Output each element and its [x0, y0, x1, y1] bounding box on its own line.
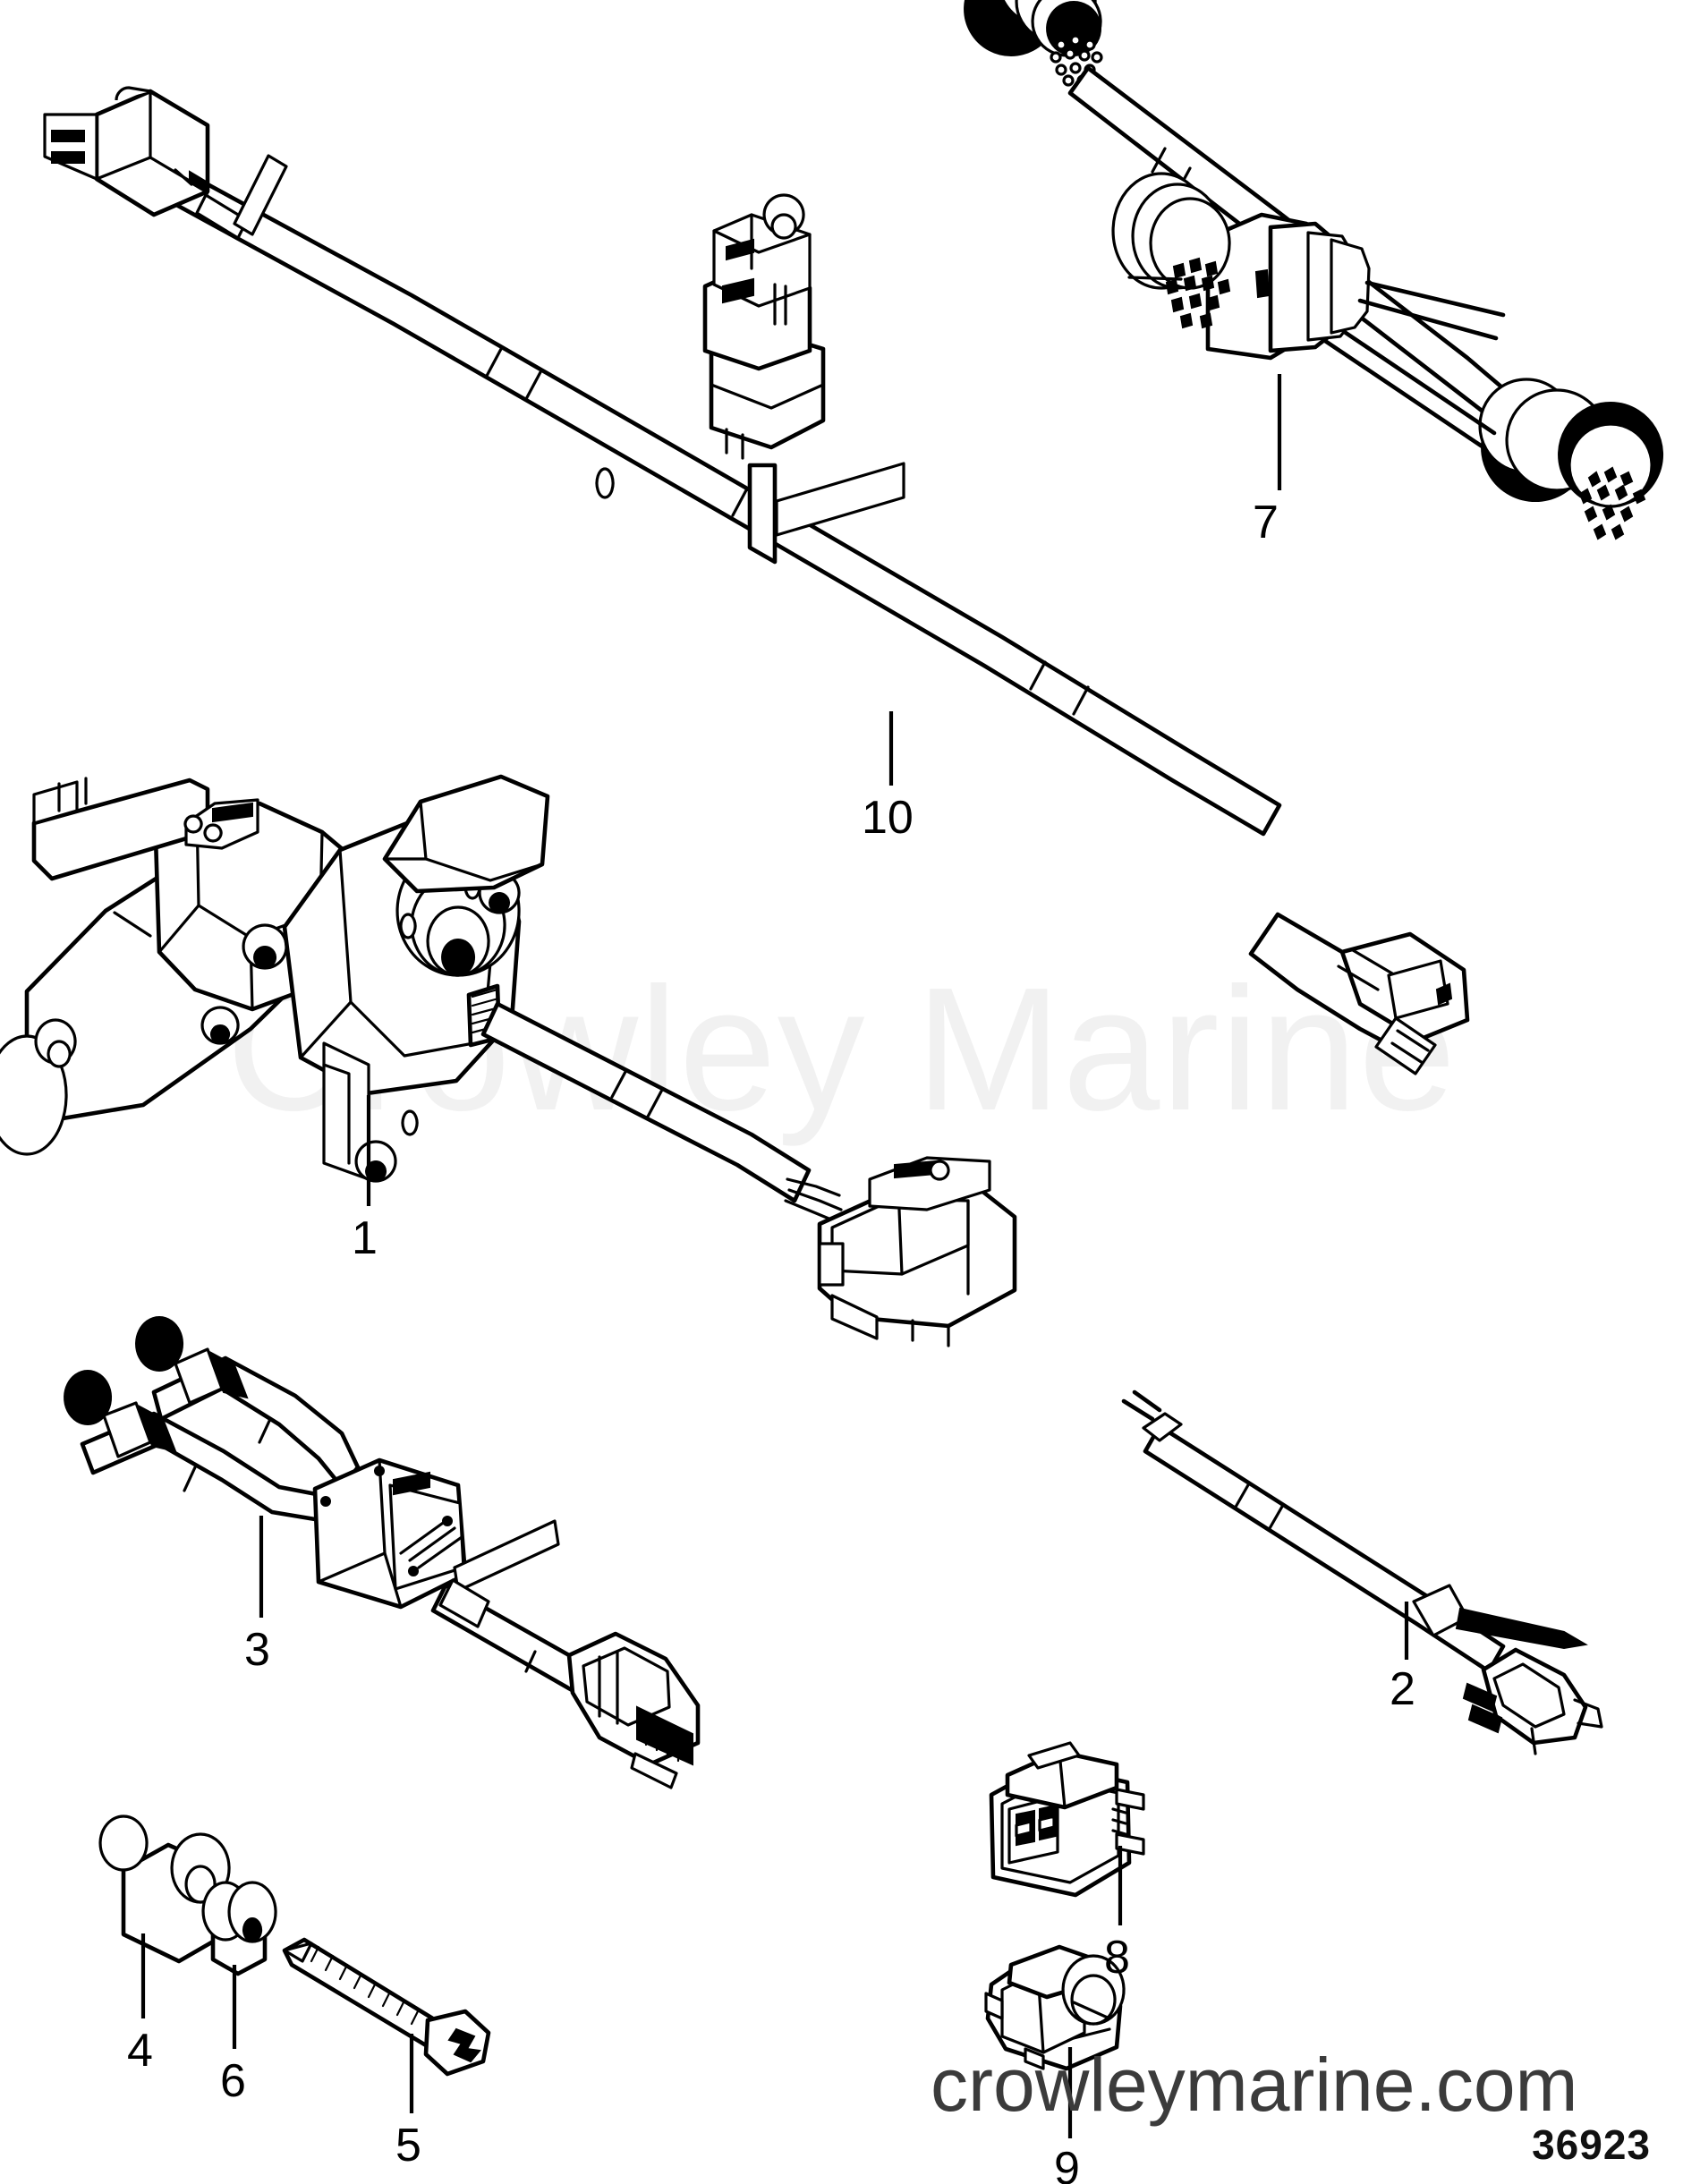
callout-2: 2 [1390, 1663, 1415, 1715]
cable-end-connector [1462, 1647, 1603, 1755]
part-1-motor-assembly [0, 774, 1017, 1347]
part-4-spacer-bushing [98, 1814, 231, 1964]
harness-right-inline-connector [1248, 912, 1470, 1075]
callout-5: 5 [395, 2120, 421, 2171]
callout-9: 9 [1054, 2143, 1080, 2184]
part-9-round-connector [984, 1944, 1126, 2071]
part-3-y-branch-harness [64, 1316, 701, 1789]
part-7-circular-connector [1111, 172, 1506, 361]
callout-6: 6 [220, 2055, 246, 2107]
callout-7: 7 [1253, 497, 1279, 548]
diagram-number: 36923 [1532, 2121, 1651, 2168]
bottom-watermark-url: crowleymarine.com [931, 2043, 1578, 2127]
part-6-flat-washer [201, 1881, 277, 1976]
part-2-single-lead-cable [1121, 1389, 1603, 1755]
part-5-tapping-screw [282, 1937, 491, 2077]
callout-1: 1 [352, 1212, 378, 1264]
part-10-main-wiring-harness [43, 0, 1663, 1075]
callout-4: 4 [127, 2025, 153, 2077]
callout-10: 10 [862, 792, 914, 844]
y-harness-end-connector [566, 1631, 701, 1789]
relay-block [702, 193, 905, 537]
harness-circular-connector-bottom-right [1268, 285, 1663, 540]
callout-8: 8 [1104, 1932, 1130, 1984]
callout-3: 3 [244, 1624, 270, 1676]
callout-leader-lines [140, 374, 1409, 2138]
part-8-connector-housing [989, 1741, 1145, 1898]
motor-lead-connector [817, 1156, 1017, 1347]
harness-left-connector [43, 86, 288, 240]
